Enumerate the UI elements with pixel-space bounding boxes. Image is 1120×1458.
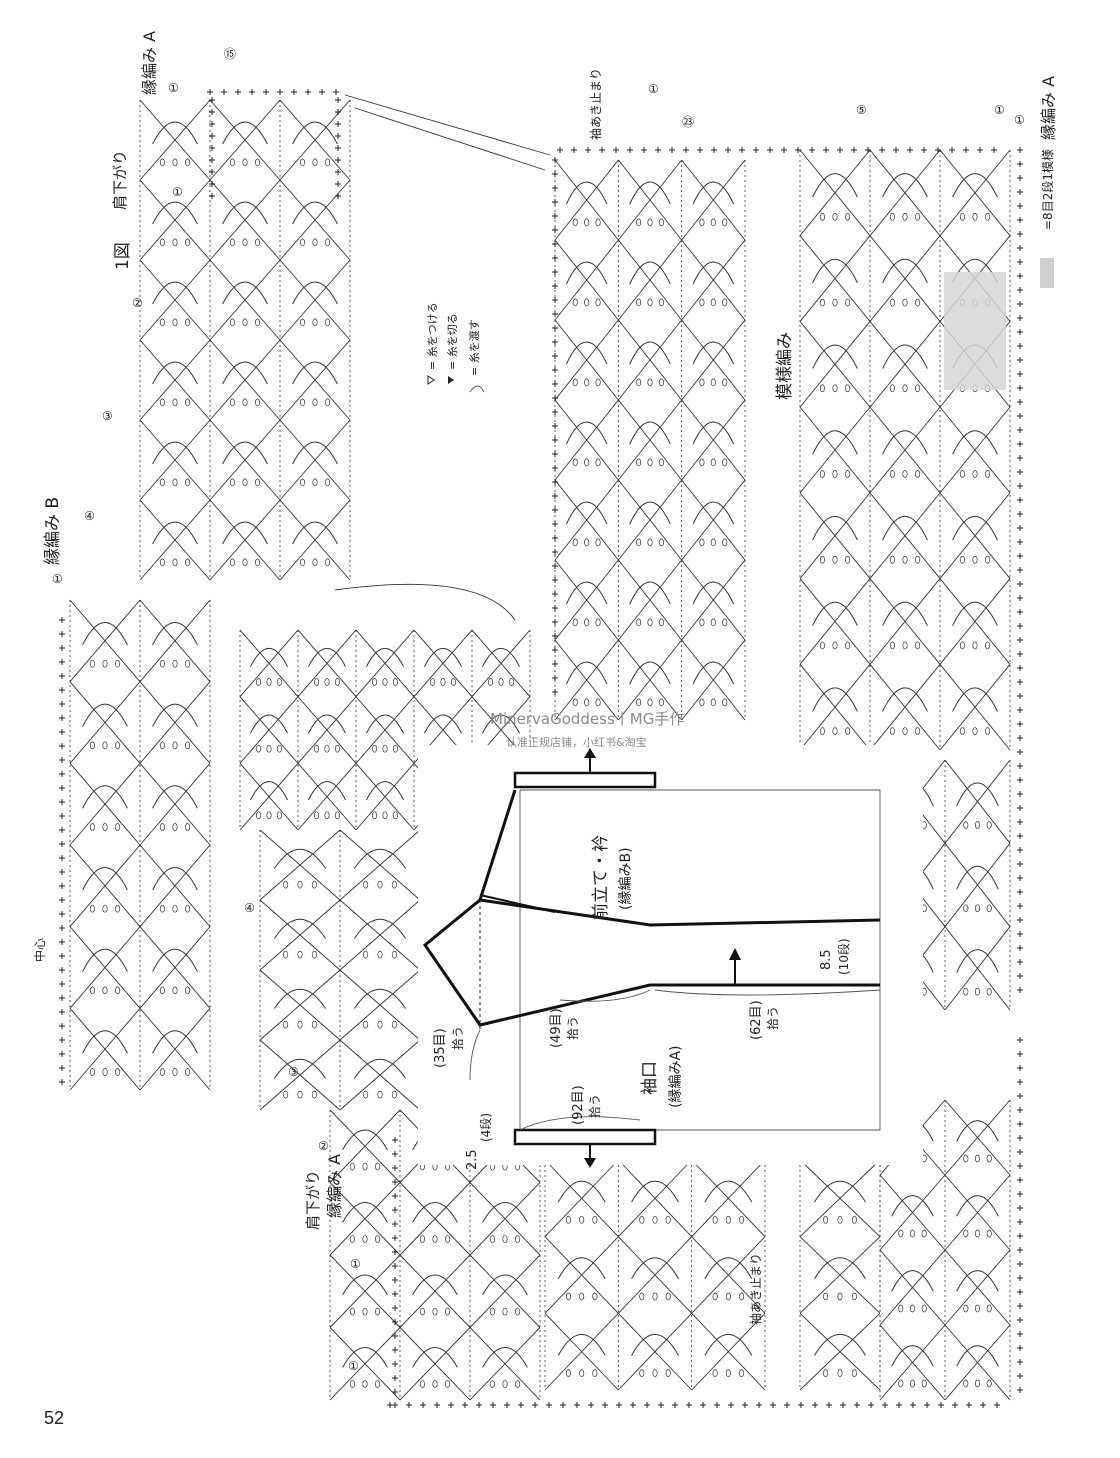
row-marker-2b: ② <box>318 1139 329 1153</box>
shoulder-label-bottom: 肩下がり <box>304 1170 322 1230</box>
center-label: 中心 <box>32 938 47 962</box>
pattern-block <box>259 829 421 1111</box>
top-edge-row <box>207 89 997 153</box>
rows-25-sub: (4段) <box>478 1113 493 1142</box>
row-marker-4a: ④ <box>84 509 95 523</box>
figure-title: 1図 <box>113 242 133 270</box>
bottom-edge-row <box>392 1402 1000 1408</box>
single-crochet-row <box>1017 147 1023 993</box>
pattern-block <box>554 159 746 721</box>
pattern-block <box>69 599 211 1091</box>
row-marker-1d: ① <box>648 82 659 96</box>
symbol-legend <box>427 375 485 393</box>
row-marker-1g: ① <box>350 1257 361 1271</box>
pattern-block <box>544 1159 766 1391</box>
sleeve-stop-bottom: 袖あき止まり <box>748 1253 763 1325</box>
repeat-note: =8目2段1模様 <box>1040 149 1055 230</box>
rows-85-sub: (10段) <box>836 938 851 975</box>
edge-a-top-right: 縁編み A <box>1039 76 1058 140</box>
single-crochet-row <box>209 97 215 199</box>
row-marker-3a: ③ <box>102 409 113 423</box>
page-number: 52 <box>44 1408 65 1428</box>
row-marker-2a: ② <box>132 296 143 310</box>
pick-35: (35目) <box>433 1028 448 1068</box>
row-marker-23: ㉓ <box>682 115 694 129</box>
sleeve-stop-top: 袖あき止まり <box>588 68 603 140</box>
rows-25: 2.5 <box>465 1149 480 1170</box>
row-marker-3b: ③ <box>288 1065 299 1079</box>
cuff-label: 袖口 <box>640 1061 660 1095</box>
pick-62-word: 拾う <box>765 1006 780 1030</box>
pick-92-word: 拾う <box>587 1094 602 1118</box>
legend-attach: = 糸をつける <box>426 302 439 370</box>
row-marker-1e: ① <box>994 103 1005 117</box>
watermark-line2: 认准正规店铺，小红书&淘宝 <box>506 735 647 749</box>
row-marker-1c: ① <box>52 572 63 586</box>
single-crochet-row <box>59 617 65 1085</box>
row-marker-5: ⑤ <box>856 103 867 117</box>
row-marker-1h: ① <box>348 1359 359 1373</box>
single-crochet-row <box>1017 1037 1023 1393</box>
pattern-block <box>799 149 1011 751</box>
pick-49-word: 拾う <box>565 1016 580 1040</box>
pick-62: (62目) <box>749 1000 764 1040</box>
front-band-sub: (縁編みB) <box>618 847 634 910</box>
legend-carry: = 糸を渡す <box>467 319 481 376</box>
row-marker-15: ⑮ <box>224 47 236 61</box>
pick-49: (49目) <box>549 1008 564 1048</box>
repeat-shaded-box <box>944 272 1006 390</box>
watermark-line1: MinervaGoddess丨MG手作 <box>490 710 684 728</box>
single-crochet-row <box>552 157 558 695</box>
row-marker-1a: ① <box>168 81 179 95</box>
pattern-block <box>139 99 351 581</box>
pick-92: (92目) <box>571 1085 586 1125</box>
front-band-label: 前立て・衿 <box>591 835 611 920</box>
pick-35-word: 拾う <box>450 1026 465 1050</box>
single-crochet-row <box>335 97 341 199</box>
finishing-schematic <box>418 745 923 1168</box>
edge-a-top-left: 縁編み A <box>140 31 159 95</box>
edge-b-label: 縁編み B <box>43 497 63 565</box>
row-marker-1f: ① <box>1014 113 1025 127</box>
legend-cut: = 糸を切る <box>446 313 459 370</box>
edge-a-bottom-left: 縁編み A <box>325 1154 344 1218</box>
row-marker-1b: ① <box>172 185 183 199</box>
pattern-block <box>799 1159 881 1391</box>
pattern-label: 模様編み <box>775 332 795 400</box>
rows-85: 8.5 <box>819 949 834 970</box>
row-marker-4b: ④ <box>244 901 255 915</box>
single-crochet-row <box>392 1137 398 1395</box>
repeat-legend-swatch <box>1040 258 1054 288</box>
shoulder-label-top: 肩下がり <box>111 150 129 210</box>
cuff-sub: (縁編みA) <box>668 1045 684 1108</box>
